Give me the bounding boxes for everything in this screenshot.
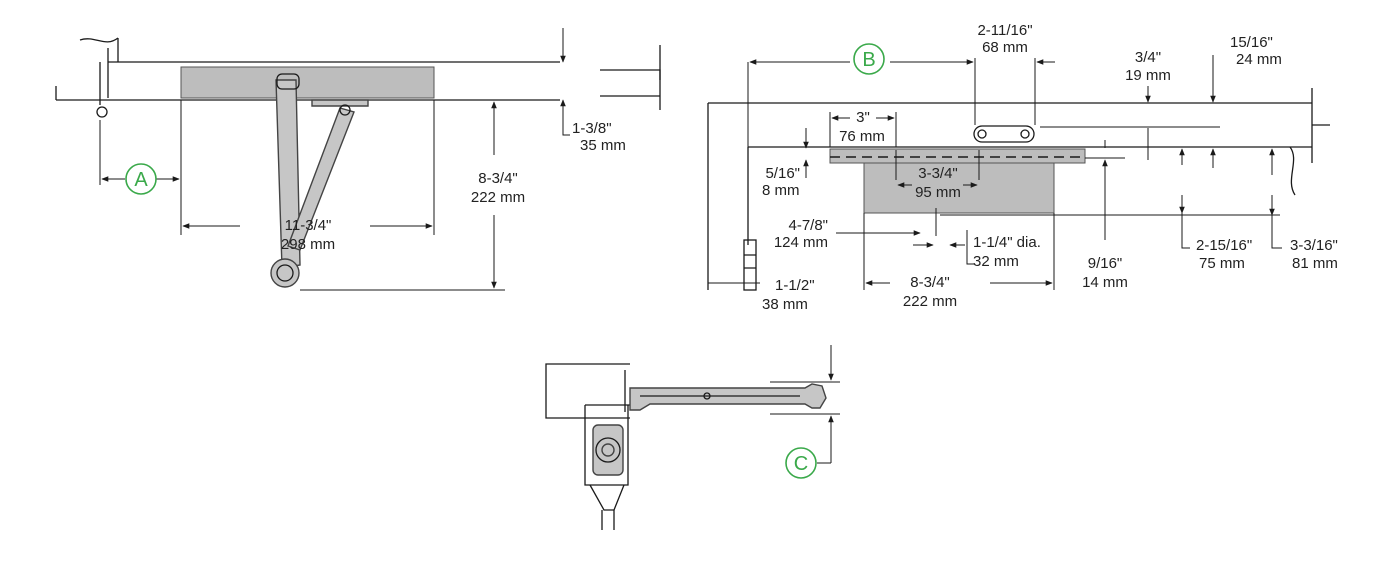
dim-68-mm: 68 mm [982,39,1028,56]
callout-c [785,447,817,479]
dim-222b-in: 8-3/4" [910,274,950,291]
view-b-elevation: B 2-11/16" 68 mm 3/4" 19 mm 15/16" 24 mm… [707,22,1338,313]
dim-75-in: 2-15/16" [1196,237,1252,254]
dim-8-in: 5/16" [765,165,800,182]
dim-19-in: 3/4" [1135,49,1161,66]
closer-arm [275,79,301,269]
callout-c-label: C [794,453,808,475]
dim-8-mm: 8 mm [762,182,800,199]
dim-222a-in: 8-3/4" [478,170,518,187]
dim-14-in: 9/16" [1088,255,1123,272]
dim-75-mm: 75 mm [1199,255,1245,272]
dim-95-in: 3-3/4" [918,165,958,182]
dim-38-mm: 38 mm [762,296,808,313]
view-c-section: C [545,345,840,530]
dim-19-mm: 19 mm [1125,67,1171,84]
dim-76-mm: 76 mm [839,128,885,145]
dim-35-in: 1-3/8" [572,120,612,137]
dim-222b-mm: 222 mm [903,293,957,310]
dim-68-in: 2-11/16" [977,22,1032,39]
dim-38-in: 1-1/2" [775,277,815,294]
dim-95-mm: 95 mm [915,184,961,201]
dim-124-mm: 124 mm [774,234,828,251]
callout-a [125,163,157,195]
dim-32-in: 1-1/4" dia. [973,234,1041,251]
dim-124-in: 4-7/8" [788,217,828,234]
dim-222a-mm: 222 mm [471,189,525,206]
dim-14-mm: 14 mm [1082,274,1128,291]
callout-b-label: B [862,49,875,71]
dim-35-mm: 35 mm [580,137,626,154]
callout-b [853,43,885,75]
view-a-top-view: 1-3/8" 35 mm A 11-3/4" 298 mm 8-3/4" 222… [55,28,661,291]
dim-32-mm: 32 mm [973,253,1019,270]
dim-81-mm: 81 mm [1292,255,1338,272]
closer-body [180,66,435,99]
dim-24-in: 15/16" [1230,34,1273,51]
dim-24-mm: 24 mm [1236,51,1282,68]
dim-81-in: 3-3/16" [1290,237,1338,254]
dim-298-mm: 298 mm [281,236,335,253]
dim-298-in: 11-3/4" [285,217,332,234]
dim-76-in: 3" [856,109,870,126]
callout-a-label: A [134,169,148,191]
